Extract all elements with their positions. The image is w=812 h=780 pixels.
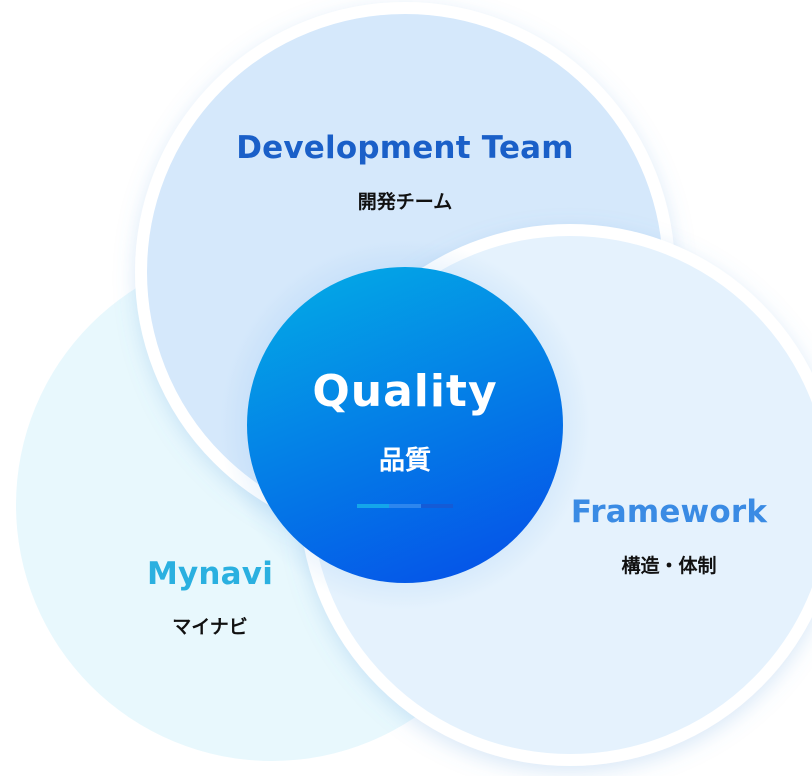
framework-subtitle: 構造・体制 <box>621 555 717 577</box>
development-team-subtitle: 開発チーム <box>357 191 453 213</box>
mynavi-title: Mynavi <box>146 556 274 592</box>
quality-subtitle: 品質 <box>378 446 432 476</box>
mynavi-subtitle: マイナビ <box>172 616 248 638</box>
quality-accent-bar <box>357 504 453 508</box>
framework-title: Framework <box>570 494 768 530</box>
development-team-title: Development Team <box>236 130 574 166</box>
circle-quality <box>247 267 563 583</box>
quality-title: Quality <box>312 366 498 417</box>
